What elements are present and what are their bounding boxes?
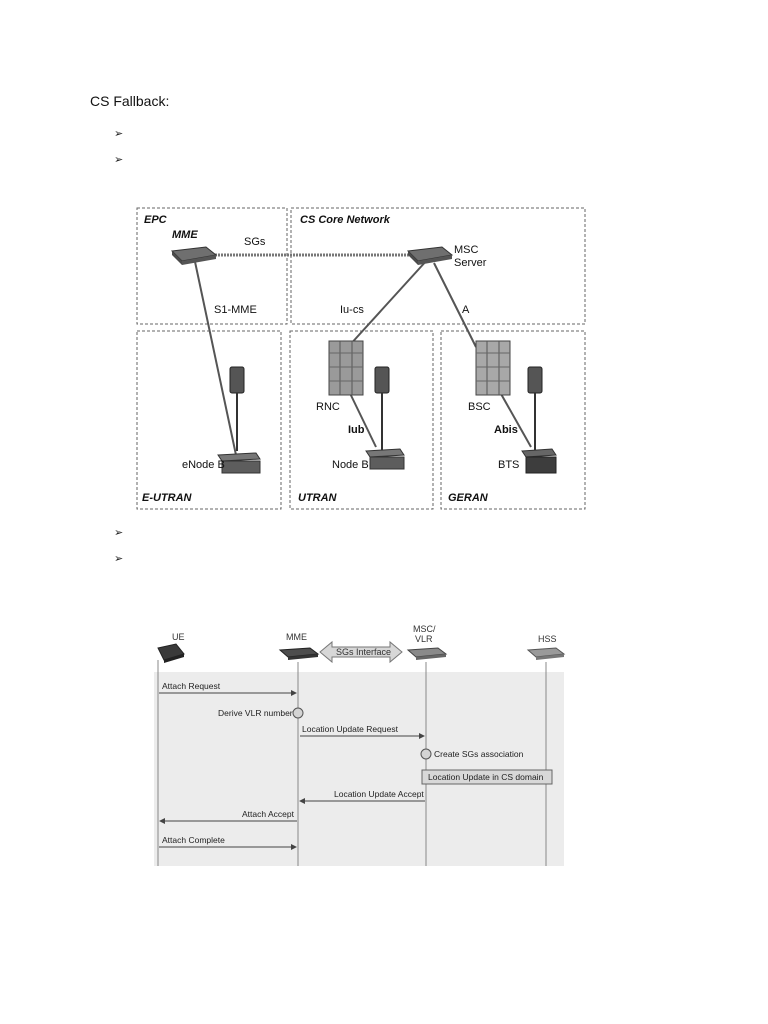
derive-vlr-process-icon <box>292 707 304 719</box>
cs-fallback-attach-sequence-diagram: UE MME MSC/ VLR HSS SGs Interface Attach… <box>154 624 566 866</box>
rnc-label: RNC <box>316 401 340 413</box>
location-update-request-label: Location Update Request <box>302 724 399 734</box>
bullet-marker: ➢ <box>114 527 124 539</box>
attach-request-label: Attach Request <box>162 681 221 691</box>
attach-complete-label: Attach Complete <box>162 835 225 845</box>
location-update-accept-label: Location Update Accept <box>334 789 424 799</box>
derive-vlr-label: Derive VLR number <box>218 708 293 718</box>
a-interface-label: A <box>462 304 470 316</box>
mme-router-icon <box>170 246 218 265</box>
eutran-antenna-icon <box>229 366 245 451</box>
enodeb-box-icon <box>217 452 261 474</box>
s1-mme-link <box>193 256 237 456</box>
sgs-interface-arrow <box>319 640 403 664</box>
msc-entity-label-line2: VLR <box>415 634 433 644</box>
geran-antenna-icon <box>527 366 543 451</box>
bsc-label: BSC <box>468 401 491 413</box>
bullet-marker: ➢ <box>114 553 124 565</box>
bsc-rack-icon <box>475 340 511 396</box>
bts-box-icon <box>521 448 557 474</box>
cs-core-region <box>290 207 586 325</box>
bts-label: BTS <box>498 459 519 471</box>
msc-entity-label-line1: MSC/ <box>413 624 436 634</box>
eutran-label: E-UTRAN <box>142 492 193 504</box>
msc-label-line2: Server <box>454 257 487 269</box>
a-link <box>433 262 477 348</box>
ue-label: UE <box>172 632 185 642</box>
geran-region <box>440 330 586 510</box>
msc-label-line1: MSC <box>454 244 479 256</box>
geran-label: GERAN <box>448 492 489 504</box>
bullet-marker: ➢ <box>114 128 124 140</box>
sgs-interface-label: SGs <box>244 236 266 248</box>
page-heading: CS Fallback: <box>90 93 170 109</box>
msc-router-icon <box>406 246 454 265</box>
mme-label: MME <box>172 229 198 241</box>
create-sgs-label: Create SGs association <box>434 749 524 759</box>
abis-interface-label: Abis <box>494 424 518 436</box>
epc-region <box>136 207 288 325</box>
location-update-cs-box <box>421 769 553 785</box>
nodeb-label: Node B <box>332 459 369 471</box>
nodeb-box-icon <box>365 448 405 470</box>
hss-node-icon <box>526 647 566 660</box>
utran-label: UTRAN <box>298 492 338 504</box>
rnc-rack-icon <box>328 340 364 396</box>
mme-node-icon <box>278 647 320 660</box>
cs-core-label: CS Core Network <box>300 214 391 226</box>
sequence-background <box>154 672 564 866</box>
attach-accept-label: Attach Accept <box>242 809 295 819</box>
cs-fallback-architecture-diagram: EPC CS Core Network E-UTRAN UTRAN GERAN … <box>136 207 586 510</box>
iu-cs-interface-label: Iu-cs <box>340 304 364 316</box>
bullet-marker: ➢ <box>114 154 124 166</box>
ue-phone-icon <box>157 643 185 663</box>
iub-interface-label: Iub <box>348 424 365 436</box>
s1-mme-interface-label: S1-MME <box>214 304 257 316</box>
epc-label: EPC <box>144 214 168 226</box>
iu-cs-link <box>347 258 429 348</box>
enodeb-label: eNode B <box>182 459 225 471</box>
msc-vlr-node-icon <box>406 647 448 660</box>
sgs-interface-label: SGs Interface <box>336 647 391 657</box>
hss-entity-label: HSS <box>538 634 557 644</box>
utran-antenna-icon <box>374 366 390 451</box>
mme-entity-label: MME <box>286 632 307 642</box>
location-update-cs-label: Location Update in CS domain <box>428 772 544 782</box>
create-sgs-process-icon <box>420 748 432 760</box>
